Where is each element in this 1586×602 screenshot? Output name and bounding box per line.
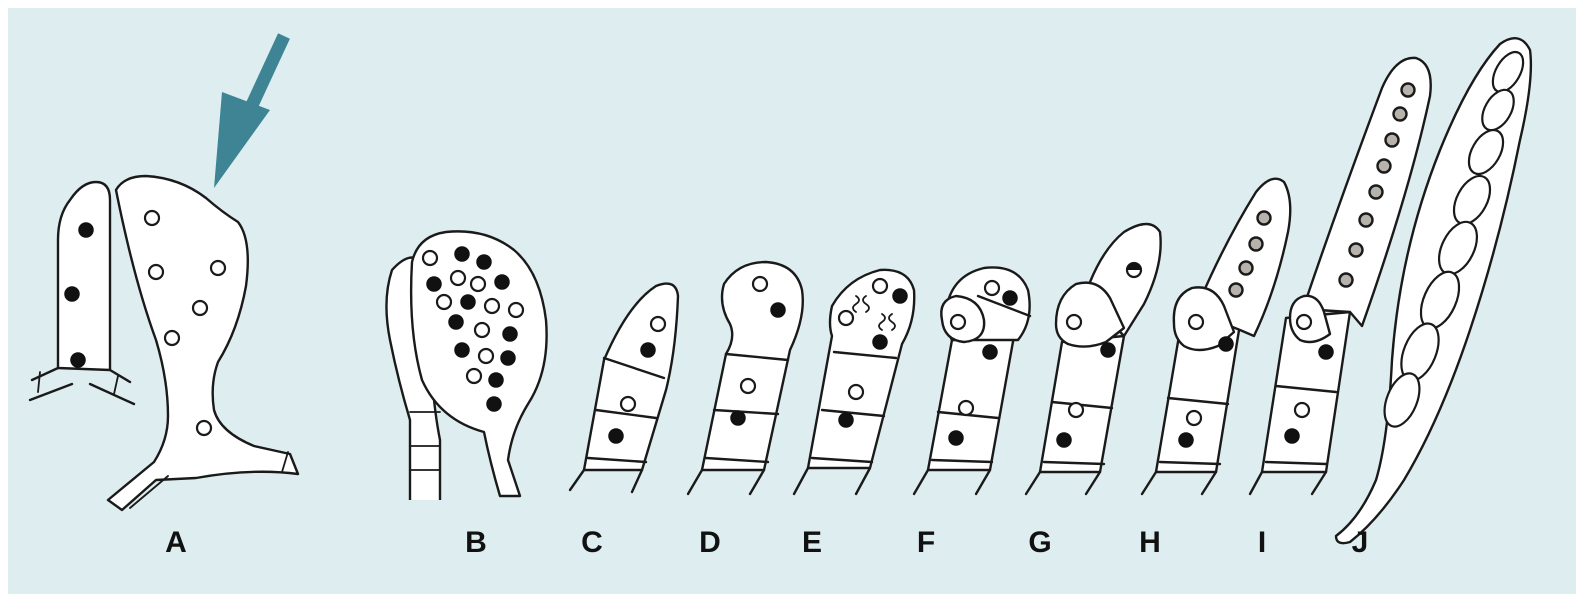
panel-label-c: C (572, 528, 612, 558)
stage-a-hypha-cell (58, 182, 110, 370)
stage-a-open-nucleus (211, 261, 225, 275)
stage-a-open-nucleus (145, 211, 159, 225)
stage-a-open-nucleus (165, 331, 179, 345)
panel-label-i: I (1242, 528, 1282, 558)
panel-label-g: G (1020, 528, 1060, 558)
stage-a-filled-nucleus (71, 353, 85, 367)
panel-label-h: H (1130, 528, 1170, 558)
panel-label-d: D (690, 528, 730, 558)
stage-a-open-nucleus (193, 301, 207, 315)
stage-a-open-nucleus (197, 421, 211, 435)
stage-a-open-nucleus (149, 265, 163, 279)
panel-label-f: F (906, 528, 946, 558)
panel-label-b: B (456, 528, 496, 558)
stage-a-filled-nucleus (65, 287, 79, 301)
panel-label-j: J (1340, 528, 1380, 558)
panel-label-e: E (792, 528, 832, 558)
panel-label-a: A (156, 528, 196, 558)
stage-a-filled-nucleus (79, 223, 93, 237)
